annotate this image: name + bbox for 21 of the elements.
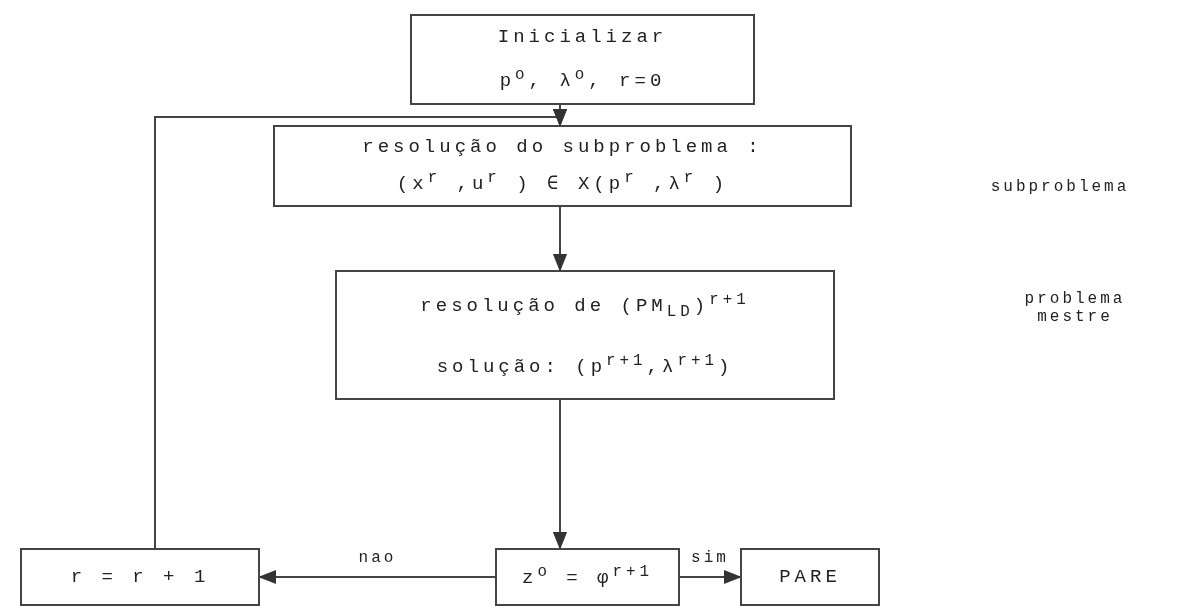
box-text: z$^{o}$ = φ$^{r+1}$: [522, 563, 653, 591]
box-text: Inicializar: [497, 25, 668, 49]
box-text: p$^{o}$, λ$^{o}$, r=0: [499, 66, 666, 94]
side-note: problema mestre: [1023, 290, 1127, 326]
box-text: r = r + 1: [70, 565, 210, 589]
arrow: [154, 108, 568, 549]
box-text: resolução de (PM$_{LD}$)$^{r+1}$: [420, 290, 750, 322]
box-text: solução: (p$^{r+1}$,λ$^{r+1}$): [436, 352, 734, 380]
process-box: [495, 548, 680, 606]
arrow: [552, 399, 568, 550]
process-box: [273, 125, 852, 207]
process-box: [335, 270, 835, 400]
box-text: PARE: [779, 565, 841, 589]
side-note: subproblema: [989, 178, 1131, 196]
process-box: [410, 14, 755, 105]
box-text: resolução do subproblema :: [362, 136, 763, 159]
arrow: [552, 206, 568, 272]
process-box: [20, 548, 260, 606]
box-text: (x$^{r}$ ,u$^{r}$ ) ∈ X(p$^{r}$ ,λ$^{r}$ ): [396, 168, 729, 196]
arrow: [679, 569, 742, 585]
process-box: [740, 548, 880, 606]
